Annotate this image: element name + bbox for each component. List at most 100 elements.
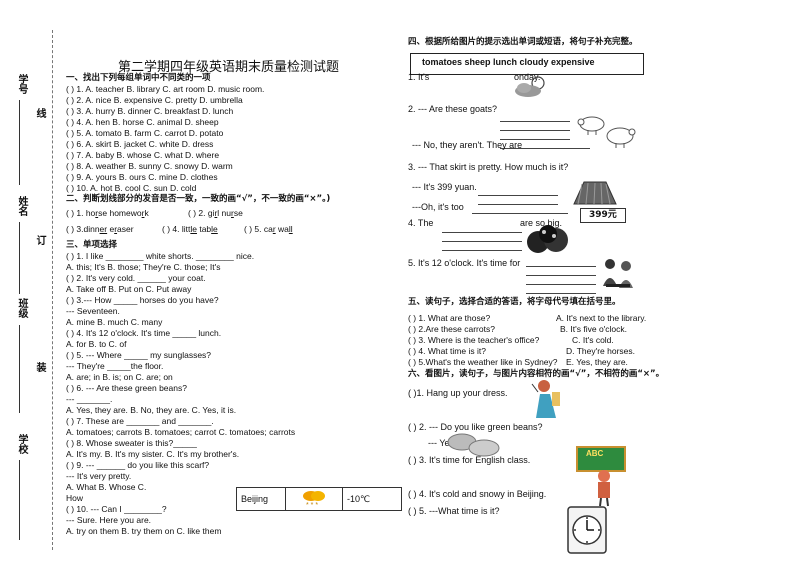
s1-heading: 一、找出下列每组单词中不同类的一项 — [66, 73, 211, 83]
s1-item: ( ) 10. A. hot B. cool C. sun D. cold — [66, 183, 197, 193]
s4-q3-reply: ---Oh, it's too — [412, 202, 464, 212]
s1-item: ( ) 7. A. baby B. whose C. what D. where — [66, 150, 220, 160]
s6-item: ( ) 3. It's time for English class. — [408, 455, 531, 465]
s5-question: ( ) 4. What time is it? — [408, 346, 486, 356]
s4-q2-blank — [500, 130, 570, 131]
s3-line: How — [66, 493, 84, 503]
s5-question: ( ) 2.Are these carrots? — [408, 324, 495, 334]
s3-line: A. What B. Whose C. — [66, 482, 147, 492]
s4-q5-blank — [526, 293, 596, 294]
s6-heading: 六、看图片，读句子，与图片内容相符的画“√”，不相符的画“×”。 — [408, 369, 665, 379]
s3-line: A. Take off B. Put on C. Put away — [66, 284, 192, 294]
price-tag: 399元 — [580, 208, 626, 223]
s3-line: ( ) 4. It's 12 o'clock. It's time _____ … — [66, 328, 222, 338]
sun-cloud-icon — [515, 76, 545, 97]
s3-line: A. this; It's B. those; They're C. those… — [66, 262, 221, 272]
weather-city: Beijing — [236, 487, 286, 511]
s3-line: A. It's my. B. It's my sister. C. It's m… — [66, 449, 240, 459]
s2-item-5: ( ) 5. car wall — [244, 224, 293, 234]
weather-temp: -10℃ — [342, 487, 402, 511]
weather-table: Beijing * * * -10℃ — [236, 487, 402, 511]
s4-q3-answer: --- It's 399 yuan. — [412, 182, 477, 192]
s3-line: --- _______. — [66, 394, 113, 404]
binding-mark: 订 — [34, 235, 45, 245]
s4-q5-blank — [526, 275, 596, 276]
school-underline — [19, 460, 20, 540]
s4-q2-blank — [500, 139, 570, 140]
s4-q2-blank — [500, 121, 570, 122]
word-box — [410, 53, 644, 75]
s4-q1-start: 1. It's — [408, 72, 430, 82]
name-label: 姓名 — [16, 196, 27, 216]
school-label: 学校 — [16, 434, 27, 454]
s2-item-1: ( ) 1. horse homework — [66, 208, 149, 218]
s4-q5-blank — [526, 266, 596, 267]
s3-heading: 三、单项选择 — [66, 240, 118, 250]
s3-line: A. tomatoes; carrots B. tomatoes; carrot… — [66, 427, 296, 437]
s3-line: ( ) 5. --- Where _____ my sunglasses? — [66, 350, 212, 360]
s5-question: ( ) 3. Where is the teacher's office? — [408, 335, 540, 345]
potatoes-icon — [447, 433, 500, 457]
s1-item: ( ) 6. A. skirt B. jacket C. white D. dr… — [66, 139, 214, 149]
s4-q3-blank — [472, 213, 568, 214]
exam-title: 第二学期四年级英语期末质量检测试题 — [118, 60, 340, 75]
class-underline — [19, 325, 20, 413]
s3-line: ( ) 1. I like ________ white shorts. ___… — [66, 251, 255, 261]
svg-text:* * *: * * * — [306, 502, 318, 508]
s3-line: ( ) 6. --- Are these green beans? — [66, 383, 187, 393]
s4-q1-end: onday. — [514, 72, 541, 82]
s4-q5-blank — [526, 284, 596, 285]
s1-item: ( ) 9. A. yours B. ours C. mine D. cloth… — [66, 172, 218, 182]
s2-heading: 二、判断划线部分的发音是否一致，一致的画“√”，不一致的画“×”。) — [66, 194, 331, 204]
skirt-icon — [573, 181, 617, 205]
s5-answer: B. It's five o'clock. — [560, 324, 628, 334]
s5-heading: 五、读句子，选择合适的答语，将字母代号填在括号里。 — [408, 297, 621, 307]
board-text: ABC — [586, 449, 604, 458]
s4-q3-blank — [478, 195, 558, 196]
s3-line: A. Yes, they are. B. No, they are. C. Ye… — [66, 405, 237, 415]
s4-q3-blank — [478, 204, 558, 205]
binding-dashed-line — [52, 30, 53, 550]
s3-line: ( ) 7. These are _______ and _______. — [66, 416, 214, 426]
s3-line: ( ) 10. --- Can I ________? — [66, 504, 167, 514]
s4-q5: 5. It's 12 o'clock. It's time for — [408, 258, 521, 268]
s4-heading: 四、根据所给图片的提示选出单词或短语，将句子补充完整。 — [408, 37, 638, 47]
s4-q4-blank — [442, 232, 522, 233]
s4-q2-answer: --- No, they aren't. They are — [412, 140, 523, 150]
s3-line: --- It's very pretty. — [66, 471, 132, 481]
s1-item: ( ) 2. A. nice B. expensive C. pretty D.… — [66, 95, 243, 105]
s3-line: --- They're _____the floor. — [66, 361, 164, 371]
snow-person-icon — [598, 470, 610, 507]
s3-line: A. for B. to C. of — [66, 339, 127, 349]
class-label: 班级 — [16, 298, 27, 318]
clock-icon — [567, 506, 607, 554]
s6-item: ( ) 4. It's cold and snowy in Beijing. — [408, 489, 547, 499]
s5-question: ( ) 1. What are those? — [408, 313, 491, 323]
s1-item: ( ) 5. A. tomato B. farm C. carrot D. po… — [66, 128, 224, 138]
s5-answer: A. It's next to the library. — [556, 313, 647, 323]
s4-q4-end: are so big. — [520, 218, 563, 228]
s6-item: ( )1. Hang up your dress. — [408, 388, 508, 398]
s4-q4-blank — [442, 241, 522, 242]
s3-line: ( ) 8. Whose sweater is this?_____ — [66, 438, 197, 448]
s3-line: A. mine B. much C. many — [66, 317, 163, 327]
student-id-label: 学号 — [16, 74, 27, 94]
s4-q4-blank — [442, 250, 522, 251]
lunch-people-icon — [603, 259, 633, 288]
id-underline — [19, 100, 20, 185]
s6-item: ( ) 2. --- Do you like green beans? — [408, 422, 543, 432]
s1-item: ( ) 8. A. weather B. sunny C. snowy D. w… — [66, 161, 233, 171]
s4-q3: 3. --- That skirt is pretty. How much is… — [408, 162, 569, 172]
s4-q2-blank — [500, 148, 590, 149]
s3-line: A. try on them B. try them on C. like th… — [66, 526, 222, 536]
s1-item: ( ) 4. A. hen B. horse C. animal D. shee… — [66, 117, 219, 127]
weather-icon-cell: * * * — [285, 487, 343, 511]
s3-line: ( ) 3.--- How _____ horses do you have? — [66, 295, 219, 305]
snow-cloud-icon: * * * — [303, 491, 325, 509]
s2-item-2: ( ) 2. girl nurse — [188, 208, 243, 218]
install-mark: 装 — [34, 362, 45, 372]
s3-line: ( ) 2. It's very cold. ______ your coat. — [66, 273, 206, 283]
s3-line: ( ) 9. --- ______ do you like this scarf… — [66, 460, 210, 470]
s2-item-4: ( ) 4. little table — [162, 224, 218, 234]
girl-dress-icon — [531, 380, 560, 418]
